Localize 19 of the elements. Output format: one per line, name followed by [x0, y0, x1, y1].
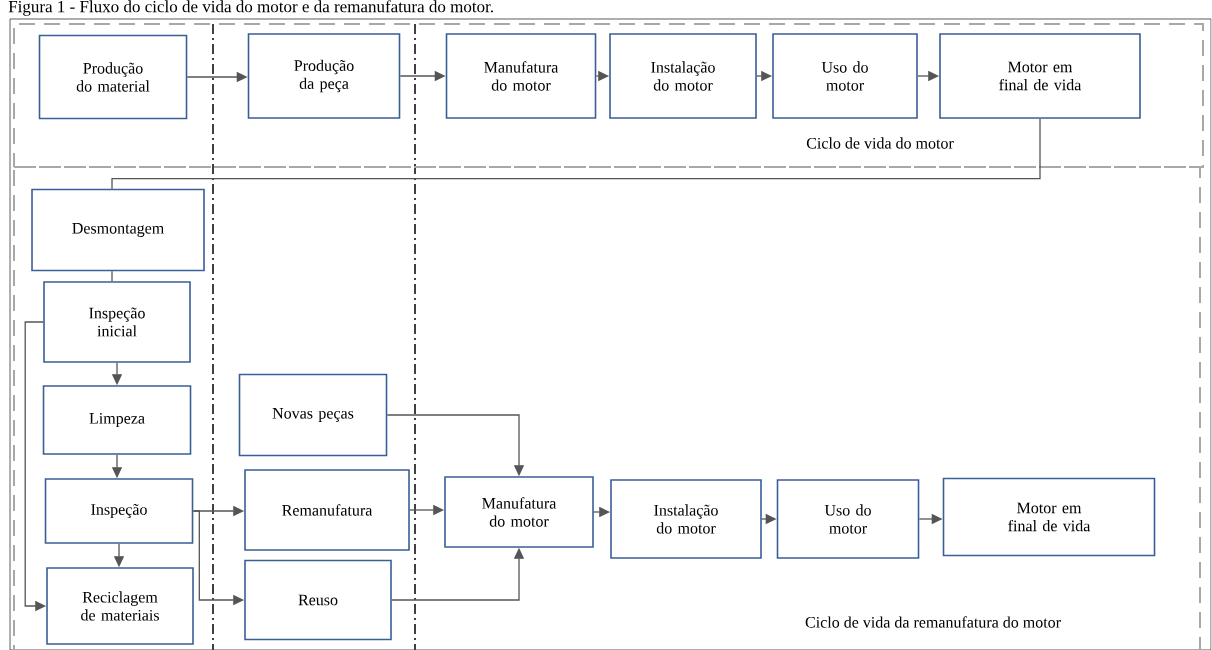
process-box: Produção do material: [38, 34, 188, 120]
process-box: Instalação do motor: [610, 479, 762, 559]
process-box: Remanufatura: [244, 469, 410, 551]
process-box: Motor em final de vida: [939, 33, 1141, 119]
process-box: Limpeza: [42, 385, 192, 455]
process-box: Desmontagem: [31, 188, 205, 272]
process-box: Produção da peça: [247, 33, 401, 119]
process-box: Instalação do motor: [609, 33, 757, 119]
process-box: Manufatura do motor: [444, 476, 594, 548]
process-box: Inspeção inicial: [43, 281, 191, 363]
process-box: Uso do motor: [772, 33, 918, 119]
process-box: Uso do motor: [776, 479, 920, 559]
process-box: Novas peças: [238, 373, 388, 457]
process-box: Reciclagem de materiais: [46, 567, 194, 645]
title: Figura 1 - Fluxo do ciclo de vida do motor e da remanufatura do motor.: [8, 0, 493, 16]
process-box: Reuso: [244, 559, 392, 641]
process-box: Motor em final de vida: [942, 477, 1156, 557]
process-box: Manufatura do motor: [445, 33, 597, 119]
process-box: Inspeção: [44, 478, 194, 544]
